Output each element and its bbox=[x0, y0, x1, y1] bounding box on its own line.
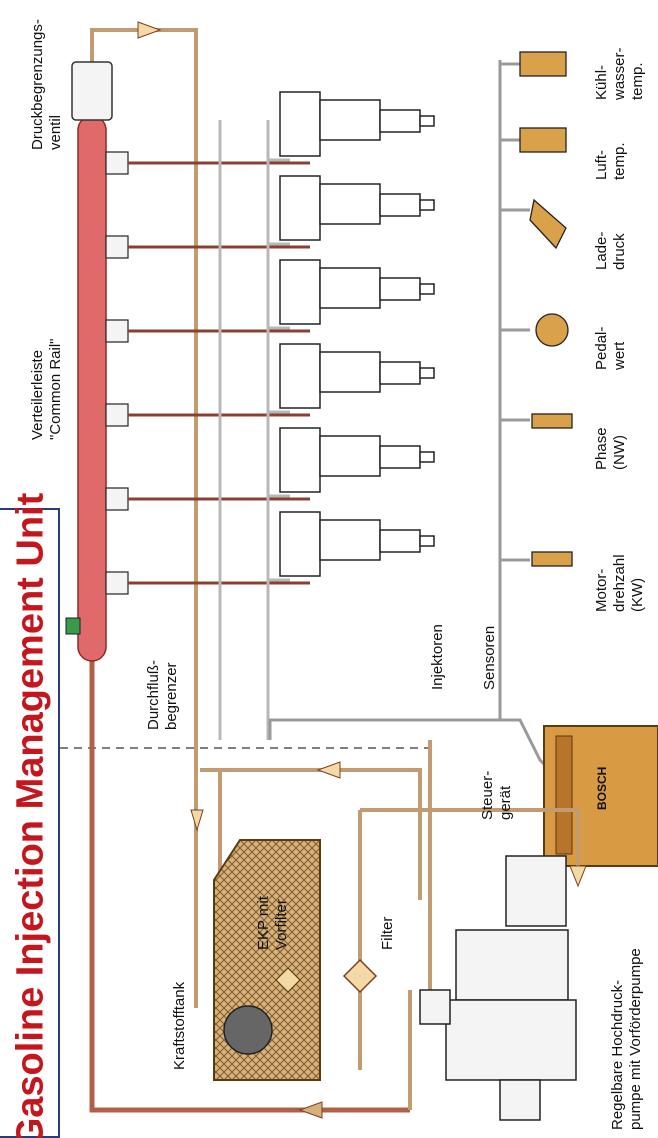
fuel-tank bbox=[214, 840, 320, 1080]
label-sensor-phase-1: Phase bbox=[593, 427, 610, 470]
injectors bbox=[280, 92, 434, 576]
sensor-icons bbox=[520, 52, 572, 566]
label-ekp-1: EKP mit bbox=[255, 895, 272, 950]
flow-arrow-bottom bbox=[300, 1102, 322, 1118]
label-sensor-kuehlwasser-2: wasser- bbox=[611, 47, 628, 101]
label-filter: Filter bbox=[379, 917, 396, 950]
label-sensor-motordrehzahl-2: drehzahl bbox=[611, 554, 628, 612]
label-sensor-motordrehzahl-1: Motor- bbox=[593, 569, 610, 612]
label-sensor-lufttemp-2: temp. bbox=[611, 142, 628, 180]
label-sensor-phase-2: (NW) bbox=[611, 435, 628, 470]
top-return-line bbox=[92, 30, 196, 1008]
label-bosch: BOSCH bbox=[595, 767, 609, 810]
label-steuergeraet-2: gerät bbox=[497, 785, 514, 820]
label-durchfluss-2: begrenzer bbox=[163, 662, 180, 730]
flow-arrow-top bbox=[138, 22, 160, 38]
label-sensor-pedalwert-1: Pedal- bbox=[593, 327, 610, 370]
label-sensor-lufttemp-1: Luft- bbox=[593, 150, 610, 180]
label-injektoren: Injektoren bbox=[429, 624, 446, 690]
label-ekp-2: Vorfilter bbox=[273, 899, 290, 950]
label-sensoren: Sensoren bbox=[481, 626, 498, 690]
label-verteilerleiste-1: Verteilerleiste bbox=[29, 350, 46, 440]
sensor-wiring bbox=[270, 60, 560, 780]
label-sensor-kuehlwasser-1: Kühl- bbox=[593, 65, 610, 100]
flow-arrow-down bbox=[191, 810, 203, 830]
label-verteilerleiste-2: "Common Rail" bbox=[47, 338, 64, 440]
high-pressure-pump bbox=[420, 856, 576, 1120]
label-pumpe-2: pumpe mit Vorförderpumpe bbox=[627, 948, 644, 1130]
label-durchfluss-1: Durchfluß- bbox=[145, 660, 162, 730]
label-druckbegrenzung-2: ventil bbox=[47, 115, 64, 150]
label-sensor-pedalwert-2: wert bbox=[611, 341, 628, 371]
label-kraftstofftank: Kraftstofftank bbox=[171, 981, 188, 1070]
filter-symbol bbox=[344, 960, 376, 992]
label-pumpe-1: Regelbare Hochdruck- bbox=[609, 980, 626, 1130]
label-sensor-kuehlwasser-3: temp. bbox=[629, 62, 646, 100]
pressure-limit-valve bbox=[72, 62, 112, 120]
flow-arrow-right bbox=[570, 866, 586, 886]
pressure-sensor bbox=[66, 618, 80, 634]
label-sensor-motordrehzahl-3: (KW) bbox=[629, 578, 646, 612]
page-title: Gasoline Injection Management Unit bbox=[10, 493, 53, 1138]
label-steuergeraet-1: Steuer- bbox=[479, 771, 496, 820]
label-sensor-ladedruck-1: Lade- bbox=[593, 232, 610, 270]
flow-arrow-mid bbox=[318, 762, 340, 778]
common-rail bbox=[78, 116, 106, 661]
rail-fittings bbox=[106, 152, 128, 594]
label-sensor-ladedruck-2: druck bbox=[611, 233, 628, 270]
label-druckbegrenzung-1: Druckbegrenzungs- bbox=[29, 19, 46, 150]
